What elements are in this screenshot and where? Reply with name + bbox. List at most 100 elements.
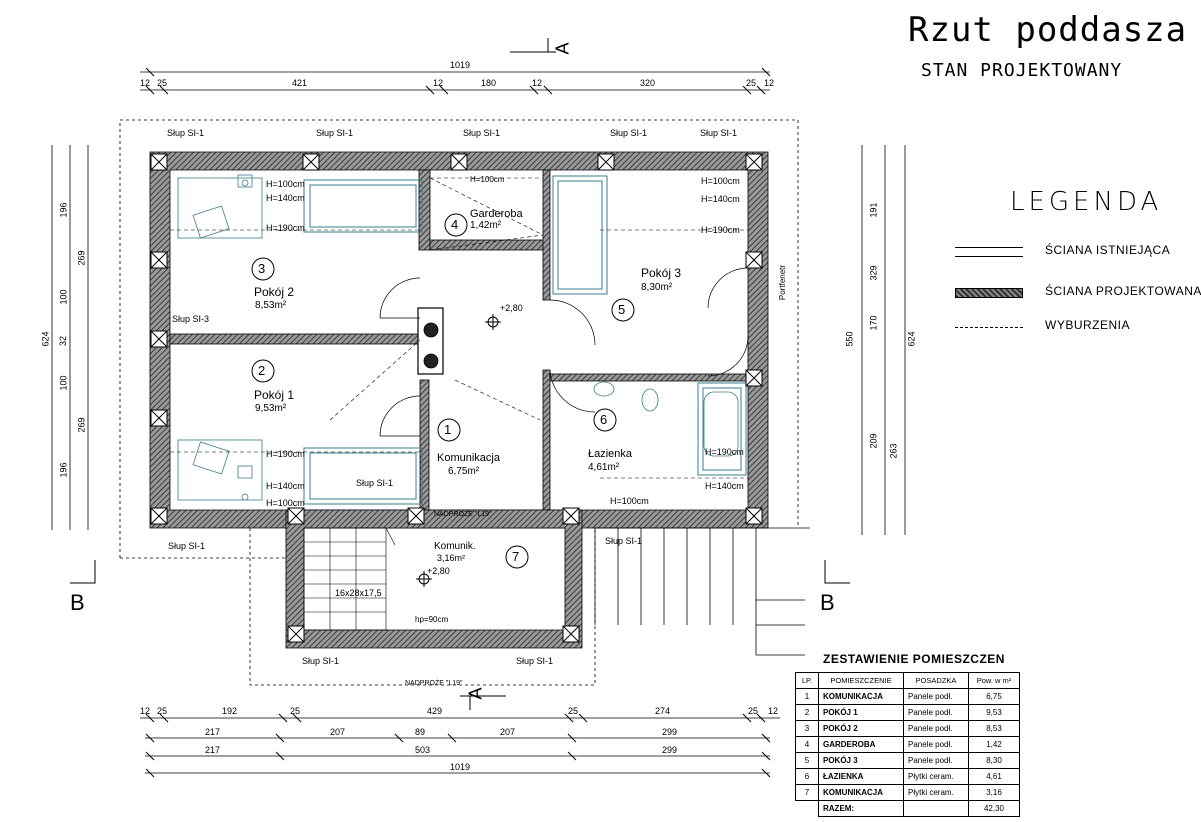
pillar-label: Słup SI-1 [700, 128, 738, 138]
dim-text: 25 [746, 78, 757, 88]
column-header: Pow. w m² [968, 672, 1020, 689]
dim-text: 429 [427, 706, 443, 716]
dim-text: 1019 [450, 60, 471, 70]
legend-projected-wall: ŚCIANA PROJEKTOWANA [955, 284, 1201, 304]
dimension-lines [51, 67, 906, 778]
table-cell: 2 [795, 704, 819, 721]
dim-text: 100 [58, 375, 69, 391]
dim-text: 89 [415, 727, 426, 737]
dim-text: 12 [433, 78, 444, 88]
dim-text: 320 [640, 78, 656, 88]
window-height-label: H=140cm [266, 481, 305, 491]
room-area: 3,16m² [437, 553, 466, 563]
dim-text: 180 [481, 78, 497, 88]
legend-demolition: WYBURZENIA [955, 318, 1195, 338]
section-markers [70, 38, 850, 710]
pillar-label: Słup SI-1 [168, 541, 206, 551]
legend-label: ŚCIANA ISTNIEJĄCA [1045, 243, 1171, 257]
table-cell: Panele podł. [903, 704, 969, 721]
table-header-row: LP. POMIESZCZENIE POSADZKA Pow. w m² [795, 672, 1020, 689]
window-height-label: H=100cm [470, 175, 505, 184]
dim-text: 12 [764, 78, 775, 88]
lintel-label: NADPROŻE "L19" [405, 680, 463, 687]
table-cell: POKÓJ 2 [818, 720, 904, 737]
table-total-row: RAZEM: 42,30 [796, 800, 1020, 817]
table-cell: 6,75 [968, 688, 1020, 705]
table-cell: 3 [795, 720, 819, 737]
dim-text: 207 [500, 727, 516, 737]
table-cell: 3,16 [968, 784, 1020, 801]
pillar-label: Słup SI-1 [316, 128, 354, 138]
table-cell: 6 [795, 768, 819, 785]
table-cell: KOMUNIKACJA [818, 784, 904, 801]
dim-text: 263 [888, 443, 899, 459]
room-number-circles [251, 213, 635, 569]
window-height-label: H=140cm [701, 194, 740, 204]
slope-lines [170, 177, 748, 479]
table-cell: 8,30 [968, 752, 1020, 769]
dim-text: 12 [768, 706, 779, 716]
table-cell: Płytki ceram. [903, 768, 969, 785]
table-cell: Panele podł. [903, 720, 969, 737]
level-label: +2,80 [427, 566, 450, 576]
table-cell: ŁAZIENKA [818, 768, 904, 785]
section-letter-a-top: A [552, 42, 573, 55]
dim-text: 32 [58, 335, 69, 347]
window-height-label: H=140cm [705, 481, 744, 491]
room-name: Pokój 3 [641, 266, 682, 280]
dim-text: 299 [662, 727, 678, 737]
dim-text: 217 [205, 727, 221, 737]
dim-text: 1019 [450, 762, 471, 772]
pillar-label: Słup SI-1 [302, 656, 340, 666]
walls [149, 151, 769, 649]
table-row: 2 POKÓJ 1 Panele podł. 9,53 [795, 704, 1020, 721]
dim-text: 503 [415, 745, 431, 755]
room-number: 7 [512, 549, 520, 564]
drawing-title: Rzut poddasza [908, 10, 1188, 50]
window-height-label: H=140cm [266, 193, 305, 203]
level-mark [416, 314, 501, 587]
dim-text: 196 [58, 202, 69, 218]
level-label: +2,80 [500, 303, 523, 313]
table-cell: 8,53 [968, 720, 1020, 737]
window-height-label: H=190cm [705, 447, 744, 457]
room-schedule-title: ZESTAWIENIE POMIESZCZEN [823, 652, 1005, 666]
table-cell: 4,61 [968, 768, 1020, 785]
column-header: POMIESZCZENIE [818, 672, 904, 689]
legend-label: WYBURZENIA [1045, 318, 1131, 332]
dim-text: 25 [568, 706, 579, 716]
pillar-label: Słup SI-1 [610, 128, 648, 138]
table-row: 5 POKÓJ 3 Panele podł. 8,30 [795, 752, 1020, 769]
room-name: Pokój 2 [254, 285, 295, 299]
legend-existing-wall: ŚCIANA ISTNIEJĄCA [955, 243, 1195, 263]
furniture [177, 174, 739, 501]
room-area: 1,42m² [470, 220, 502, 231]
room-area: 4,61m² [588, 462, 620, 473]
dim-text: 191 [868, 202, 879, 218]
table-cell: 5 [795, 752, 819, 769]
dim-text: 100 [58, 289, 69, 305]
dim-text: 207 [330, 727, 346, 737]
projected-wall-symbol [955, 288, 1023, 298]
table-cell: 1,42 [968, 736, 1020, 753]
window-height-label: H=190cm [266, 449, 305, 459]
table-cell: GARDEROBA [818, 736, 904, 753]
table-row: 1 KOMUNIKACJA Panele podł. 6,75 [795, 688, 1020, 705]
pillar-label: Słup SI-1 [516, 656, 554, 666]
dim-text: 25 [290, 706, 301, 716]
pillar-label: Słup SI-1 [463, 128, 501, 138]
drawing-subtitle: STAN PROJEKTOWANY [921, 60, 1123, 81]
demolition-symbol [955, 327, 1023, 329]
stairs [303, 527, 810, 656]
window-height-label: H=100cm [266, 498, 305, 508]
table-cell: Płytki ceram. [903, 784, 969, 801]
dim-text: 329 [868, 265, 879, 281]
dim-text: 12 [140, 78, 151, 88]
room-name: Komunikacja [437, 452, 500, 464]
table-row: 6 ŁAZIENKA Płytki ceram. 4,61 [795, 768, 1020, 785]
room-name: Łazienka [588, 448, 633, 460]
table-cell: POKÓJ 1 [818, 704, 904, 721]
room-number: 4 [451, 217, 459, 232]
dim-text: 624 [40, 331, 51, 347]
